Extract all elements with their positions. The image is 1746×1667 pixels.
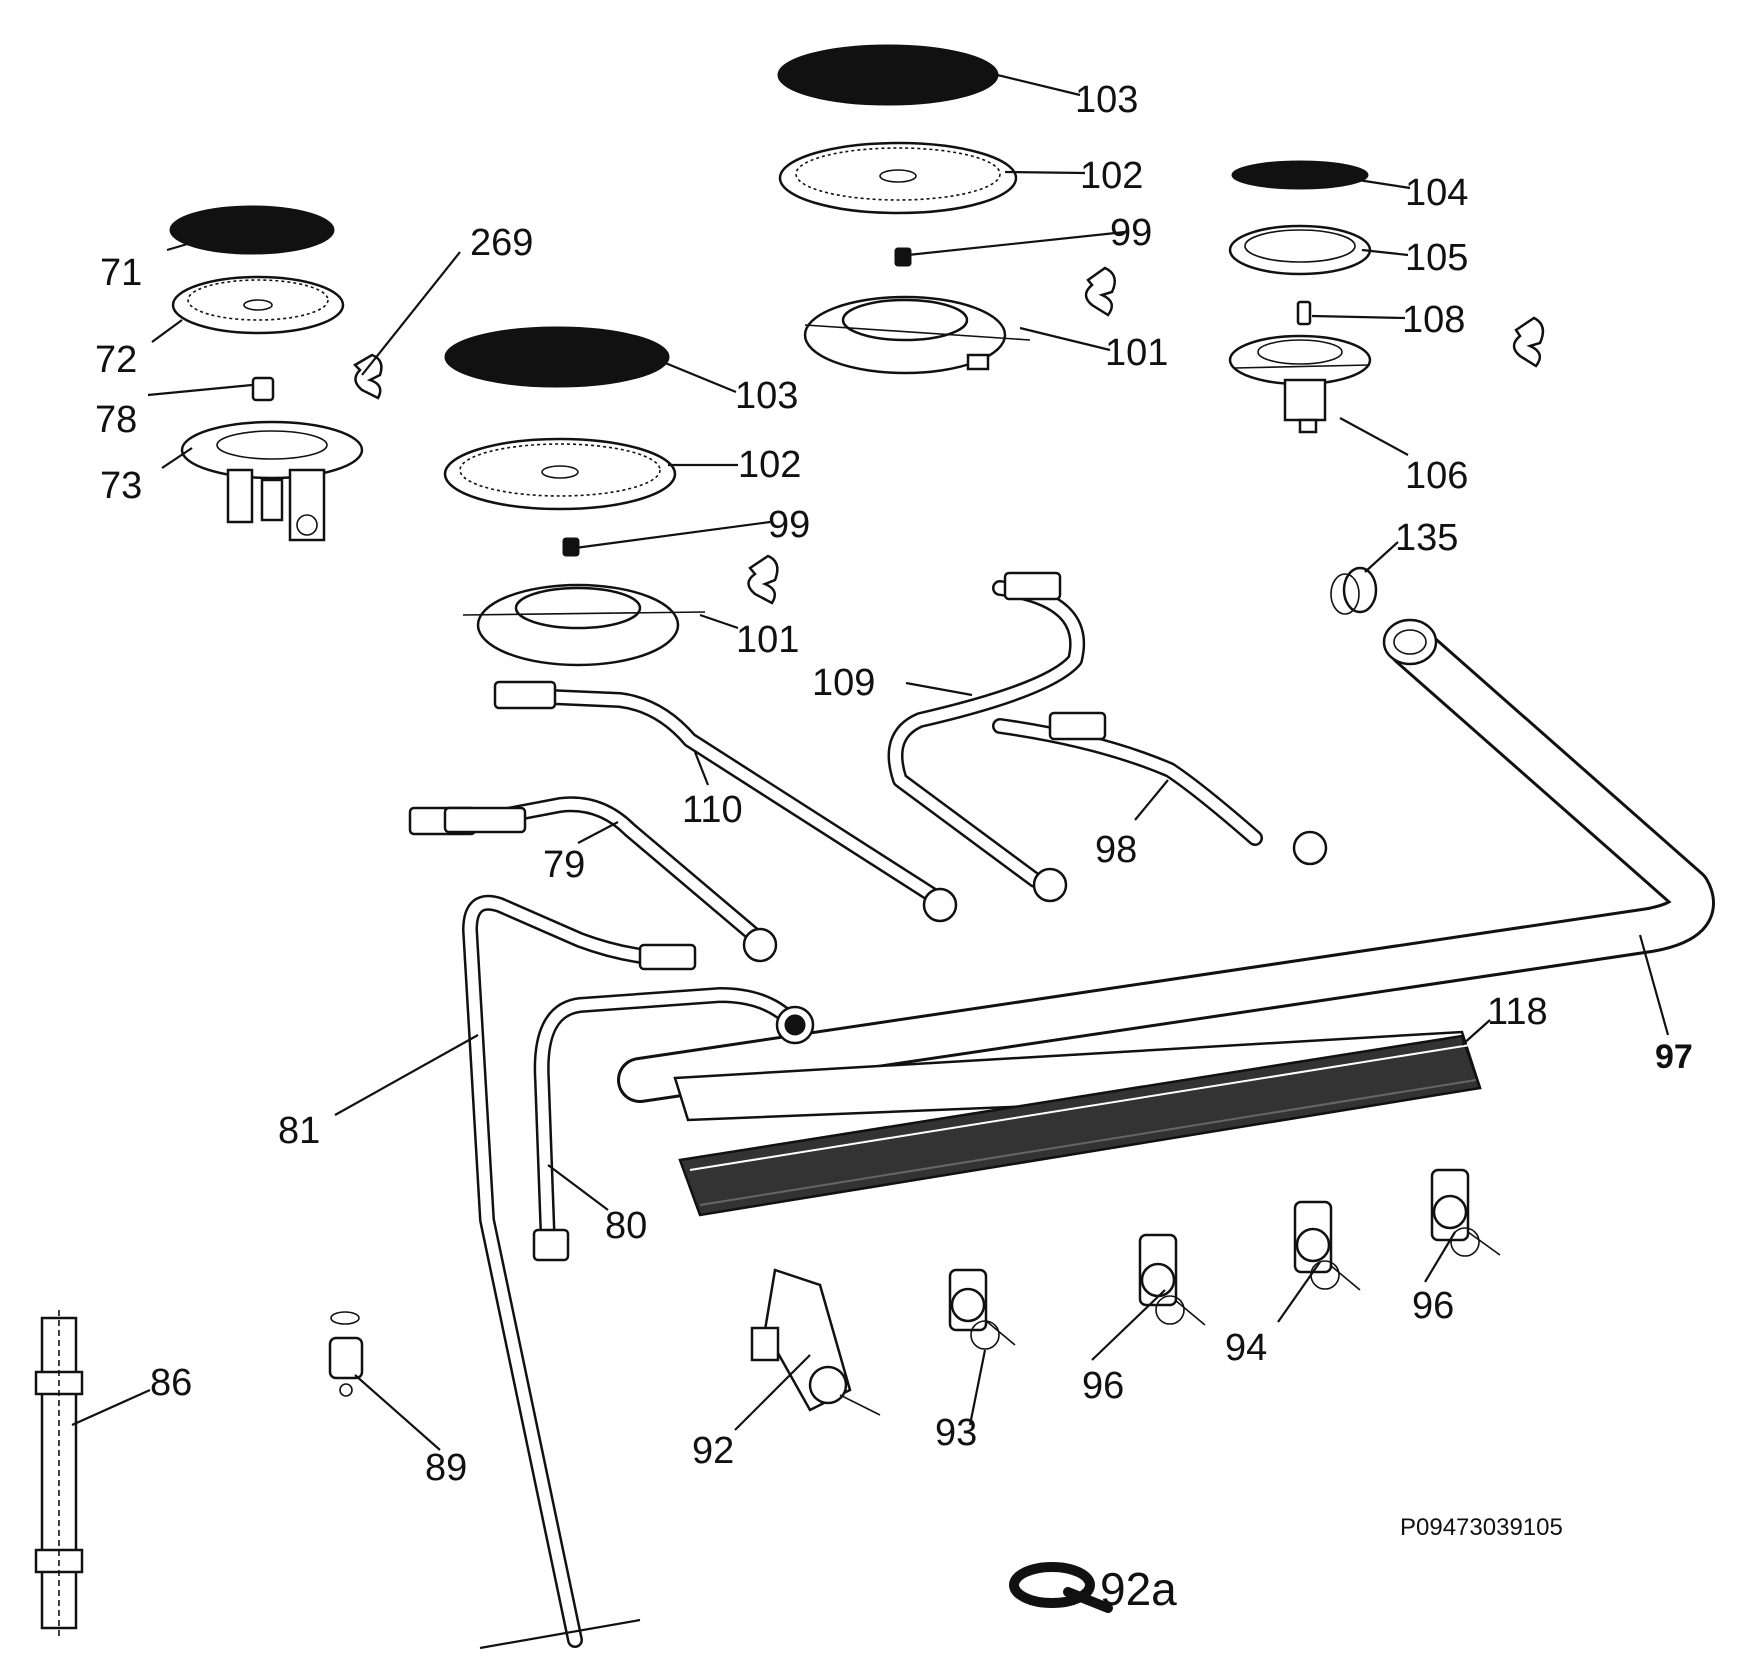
burner-cap-104: [1231, 160, 1369, 190]
injectors: [251, 247, 1312, 557]
label-269: 269: [470, 222, 533, 264]
pipe-fittings: [408, 571, 1328, 1262]
label-110: 110: [682, 789, 743, 831]
label-93: 93: [935, 1412, 977, 1454]
pipe-97: [617, 618, 1715, 1103]
logo-suffix: 92a: [1100, 1563, 1177, 1615]
valve-93: [948, 1268, 1016, 1350]
label-103-upper: 103: [1075, 79, 1138, 121]
valve-94: [1293, 1200, 1361, 1291]
label-94: 94: [1225, 1327, 1267, 1369]
label-104: 104: [1405, 172, 1468, 214]
burner-cap-103-upper: [777, 44, 999, 106]
label-102-lower: 102: [738, 444, 801, 486]
label-86: 86: [150, 1362, 192, 1404]
burner-crown-72: [171, 275, 345, 335]
pipe-80: [533, 987, 803, 1253]
label-96-left: 96: [1082, 1365, 1124, 1407]
label-89: 89: [425, 1447, 467, 1489]
label-96-right: 96: [1412, 1285, 1454, 1327]
valve-96-left: [1138, 1233, 1206, 1326]
ground-hatch: [479, 1618, 641, 1650]
label-80: 80: [605, 1205, 647, 1247]
burner-base-106: [1228, 334, 1372, 434]
rail-118: [673, 1030, 1482, 1217]
burner-base-73: [180, 420, 364, 542]
leader-lines: [71, 70, 1670, 1451]
label-102-upper: 102: [1080, 155, 1143, 197]
label-109: 109: [812, 662, 875, 704]
pipe-98: [992, 718, 1263, 846]
pipe-109: [887, 580, 1086, 888]
label-99-lower: 99: [768, 504, 810, 546]
part-135: [1330, 566, 1378, 615]
part-89: [328, 1311, 364, 1397]
pipe-79: [457, 796, 768, 948]
label-99-upper: 99: [1110, 212, 1152, 254]
label-81: 81: [278, 1110, 320, 1152]
label-108: 108: [1402, 299, 1465, 341]
valve-92: [750, 1268, 881, 1416]
label-135: 135: [1395, 517, 1458, 559]
label-72: 72: [95, 339, 137, 381]
burner-base-101-lower: [462, 583, 706, 667]
burner-crown-102-lower: [443, 437, 677, 511]
part-86-rod: [34, 1310, 84, 1640]
label-98: 98: [1095, 829, 1137, 871]
label-71: 71: [100, 252, 142, 294]
label-106: 106: [1405, 455, 1468, 497]
burner-cap-71: [169, 205, 335, 255]
label-118: 118: [1487, 991, 1548, 1033]
label-101-lower: 101: [736, 619, 799, 661]
label-78: 78: [95, 399, 137, 441]
label-103-lower: 103: [735, 375, 798, 417]
q-logo-icon: [1009, 1562, 1113, 1613]
pipe-81: [462, 894, 668, 1648]
clip-icons: [352, 266, 1545, 605]
valve-96-right: [1430, 1168, 1501, 1257]
burner-base-101-upper: [803, 295, 1031, 375]
part-labels: 71 72 78 73 269 103 102 99 101 103 102 9…: [95, 79, 1693, 1489]
drawing-code: P09473039105: [1400, 1514, 1563, 1541]
label-92: 92: [692, 1430, 734, 1472]
label-79: 79: [543, 844, 585, 886]
label-73: 73: [100, 465, 142, 507]
pipe-110: [497, 687, 948, 908]
label-97: 97: [1655, 1038, 1693, 1076]
label-101-upper: 101: [1105, 332, 1168, 374]
label-105: 105: [1405, 237, 1468, 279]
burner-crown-105: [1228, 224, 1372, 276]
burner-cap-103-lower: [444, 326, 670, 388]
burner-crown-102-upper: [778, 141, 1018, 215]
